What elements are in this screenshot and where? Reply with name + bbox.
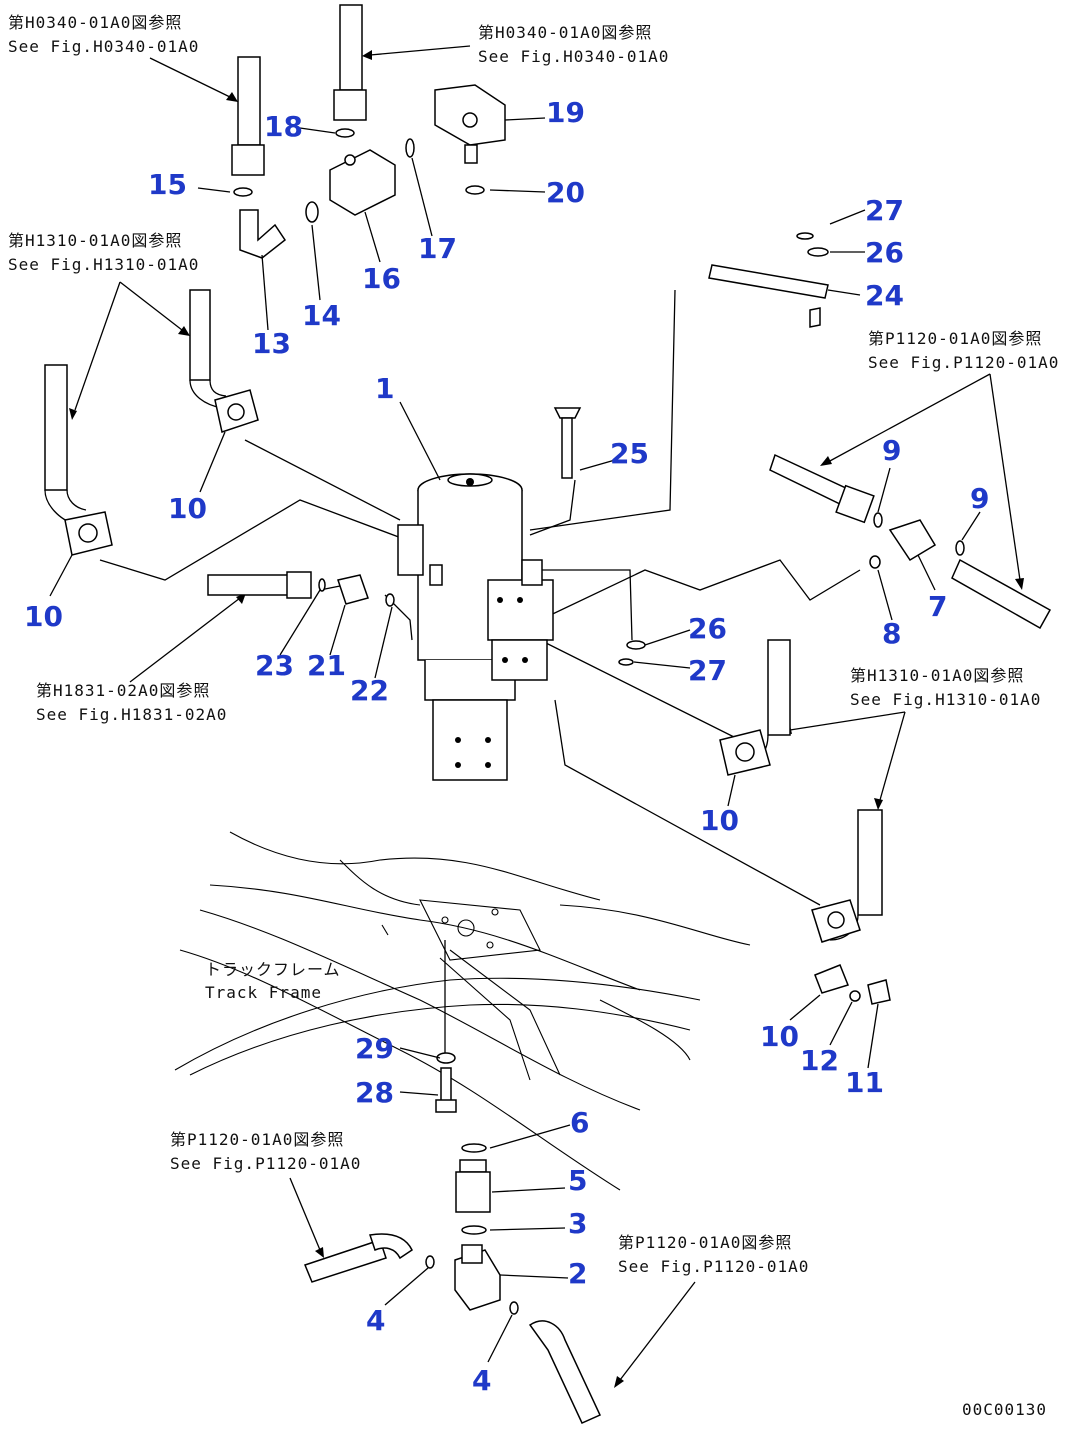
part-number: 10 [700, 804, 739, 837]
hose-bottom-left [304, 1233, 413, 1283]
elbow-7 [888, 519, 937, 562]
part-number: 10 [24, 600, 63, 633]
part-number: 9 [970, 482, 989, 515]
ref-note-h0340-b: 第H0340-01A0図参照 See Fig.H0340-01A0 [478, 23, 669, 66]
track-frame-label: トラックフレーム Track Frame [205, 960, 341, 1002]
flange-10-upper [214, 389, 259, 433]
svg-text:第P1120-01A0図参照: 第P1120-01A0図参照 [618, 1233, 792, 1252]
svg-text:第H1831-02A0図参照: 第H1831-02A0図参照 [36, 681, 210, 700]
part-number: 21 [307, 649, 346, 682]
svg-text:See Fig.H1831-02A0: See Fig.H1831-02A0 [36, 705, 227, 724]
svg-text:第H1310-01A0図参照: 第H1310-01A0図参照 [8, 231, 182, 250]
svg-text:See Fig.P1120-01A0: See Fig.P1120-01A0 [170, 1154, 361, 1173]
svg-text:See Fig.P1120-01A0: See Fig.P1120-01A0 [868, 353, 1059, 372]
part-number: 4 [366, 1304, 385, 1337]
part-number: 25 [610, 437, 649, 470]
drawing-code: 00C00130 [962, 1400, 1047, 1419]
part-number: 29 [355, 1032, 394, 1065]
part-number: 8 [882, 617, 901, 650]
adapter-5 [455, 1159, 491, 1213]
leader-lines [49, 117, 981, 1363]
svg-text:See Fig.H0340-01A0: See Fig.H0340-01A0 [8, 37, 199, 56]
seal-rings [233, 128, 965, 1315]
svg-text:See Fig.H0340-01A0: See Fig.H0340-01A0 [478, 47, 669, 66]
svg-text:See Fig.H1310-01A0: See Fig.H1310-01A0 [8, 255, 199, 274]
hose-top-center [333, 4, 367, 121]
svg-text:第H0340-01A0図参照: 第H0340-01A0図参照 [8, 13, 182, 32]
svg-text:See Fig.P1120-01A0: See Fig.P1120-01A0 [618, 1257, 809, 1276]
part-number: 26 [865, 236, 904, 269]
part-number: 13 [252, 327, 291, 360]
part-number: 24 [865, 279, 904, 312]
part-number: 22 [350, 674, 389, 707]
swivel-joint-body [397, 473, 554, 781]
bolt-28 [435, 1067, 457, 1113]
part-number: 27 [865, 194, 904, 227]
connection-lines [99, 289, 861, 1055]
ref-note-p1120-low-left: 第P1120-01A0図参照 See Fig.P1120-01A0 [170, 1130, 361, 1173]
hose-left-mid [207, 571, 312, 599]
part-number: 17 [418, 232, 457, 265]
stay-24 [708, 264, 829, 328]
svg-text:Track Frame: Track Frame [205, 983, 322, 1002]
part-number: 1 [375, 372, 394, 405]
part-number: 16 [362, 262, 401, 295]
svg-text:See Fig.H1310-01A0: See Fig.H1310-01A0 [850, 690, 1041, 709]
block-16 [329, 149, 396, 216]
part-number: 23 [255, 649, 294, 682]
ref-note-p1120-right: 第P1120-01A0図参照 See Fig.P1120-01A0 [868, 329, 1059, 372]
part-number: 4 [472, 1364, 491, 1397]
ref-note-h0340-a: 第H0340-01A0図参照 See Fig.H0340-01A0 [8, 13, 199, 56]
hose-top-left [231, 56, 265, 176]
hose-right-low [829, 809, 883, 941]
part-number: 15 [148, 168, 187, 201]
part-number: 7 [928, 590, 947, 623]
part-number: 20 [546, 176, 585, 209]
part-number: 27 [688, 654, 727, 687]
elbow-13 [239, 209, 287, 259]
svg-text:第H0340-01A0図参照: 第H0340-01A0図参照 [478, 23, 652, 42]
part-number: 5 [568, 1164, 587, 1197]
hose-bottom-right [528, 1320, 602, 1424]
hose-right-upper [769, 453, 1052, 630]
flange-10-left [64, 511, 113, 556]
adapter-21 [337, 574, 369, 605]
ref-note-h1310-left: 第H1310-01A0図参照 See Fig.H1310-01A0 [8, 231, 199, 274]
part-number: 10 [168, 492, 207, 525]
svg-text:第P1120-01A0図参照: 第P1120-01A0図参照 [868, 329, 1042, 348]
part-number: 10 [760, 1020, 799, 1053]
flange-10-low [811, 899, 861, 943]
part-number: 26 [688, 612, 727, 645]
part-number: 14 [302, 299, 341, 332]
ref-note-h1831: 第H1831-02A0図参照 See Fig.H1831-02A0 [36, 681, 227, 724]
svg-text:トラックフレーム: トラックフレーム [205, 960, 341, 979]
part-number: 18 [264, 110, 303, 143]
part-number: 6 [570, 1106, 589, 1139]
flange-10-bottom [814, 964, 849, 994]
svg-text:第H1310-01A0図参照: 第H1310-01A0図参照 [850, 666, 1024, 685]
hose-left-lower [44, 364, 87, 525]
block-19 [434, 84, 506, 164]
svg-text:第P1120-01A0図参照: 第P1120-01A0図参照 [170, 1130, 344, 1149]
part-number: 12 [800, 1044, 839, 1077]
bolt-25 [553, 407, 582, 479]
part-number: 2 [568, 1257, 587, 1290]
ref-note-h1310-right: 第H1310-01A0図参照 See Fig.H1310-01A0 [850, 666, 1041, 709]
part-number: 3 [568, 1207, 587, 1240]
flange-10-mid [719, 729, 771, 776]
part-number: 19 [546, 96, 585, 129]
part-number: 28 [355, 1076, 394, 1109]
ref-note-p1120-low-right: 第P1120-01A0図参照 See Fig.P1120-01A0 [618, 1233, 809, 1276]
elbow-2 [454, 1244, 501, 1311]
hose-left-upper [189, 289, 227, 409]
bolt-11 [867, 979, 891, 1005]
part-number-callouts: 1 2 3 4 4 5 6 7 8 9 9 10 10 10 10 10 11 … [24, 96, 989, 1397]
part-number: 11 [845, 1066, 884, 1099]
ref-arrows [69, 45, 1024, 1388]
track-frame-outline [174, 831, 751, 1191]
part-number: 9 [882, 434, 901, 467]
